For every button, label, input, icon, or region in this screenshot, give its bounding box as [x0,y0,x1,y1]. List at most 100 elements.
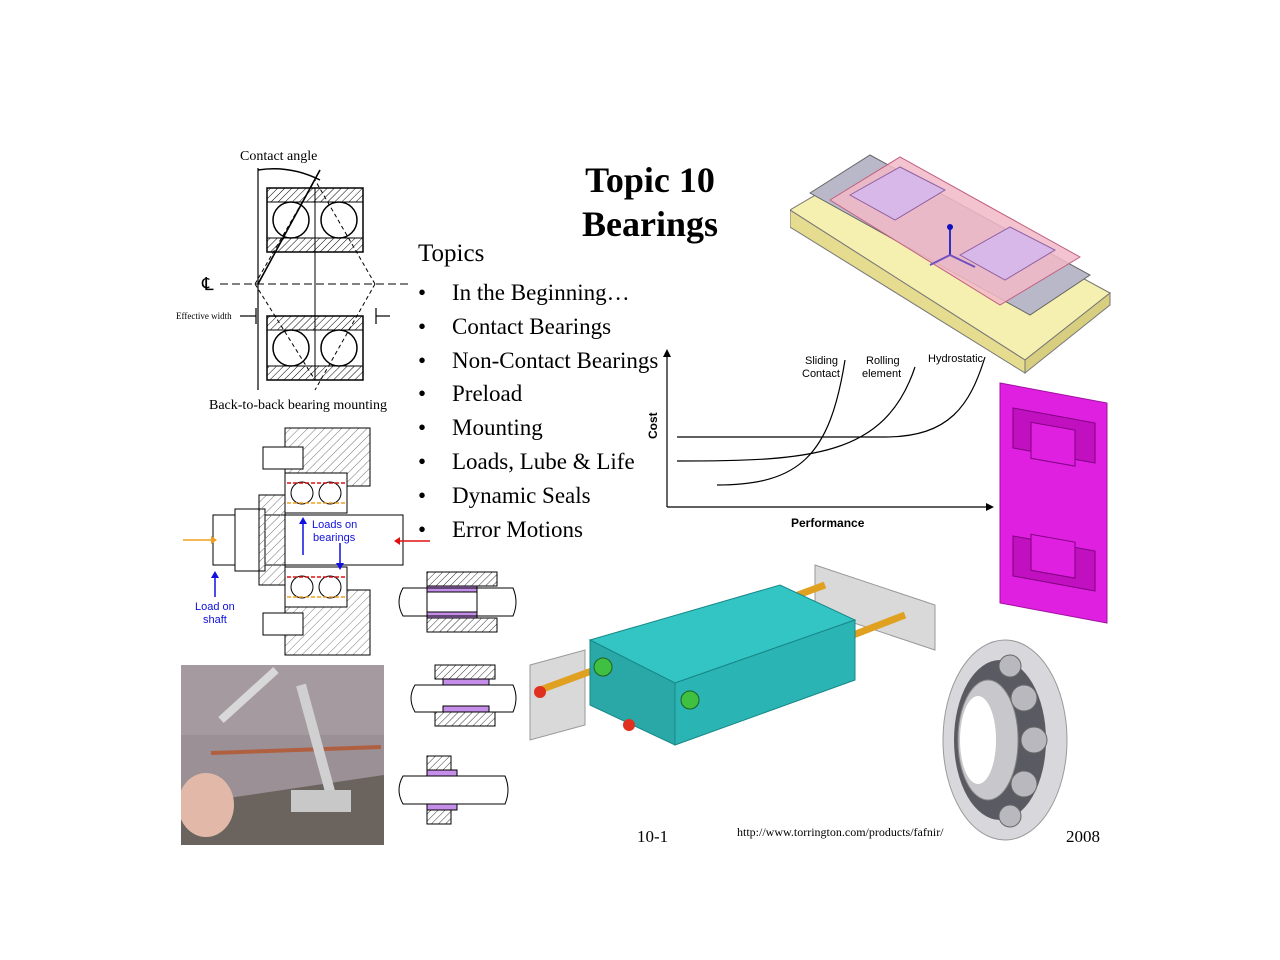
bearing-ball [998,654,1022,678]
bearing-ball [1010,770,1038,798]
bearing-upper [284,472,348,514]
topic-label: Error Motions [452,516,583,542]
ball [272,329,310,367]
contact-angle-label: Contact angle [240,149,317,164]
cost-performance-chart: Cost Performance Sliding Contact Rolling… [646,349,994,530]
end-plate-left [529,649,586,741]
topic-item: • Mounting [418,411,658,445]
effective-width-label: Effective width [176,311,232,321]
curve-label: Hydrostatic [928,353,984,365]
diagram-caption: Back-to-back bearing mounting [209,398,387,413]
carriage-side [674,619,856,746]
curve-label: Sliding [805,355,838,367]
topic-list: • In the Beginning… • Contact Bearings • No… [418,276,658,546]
topic-label: Non-Contact Bearings [452,347,659,373]
back-to-back-bearing-diagram: Contact angle ℄ Effective width Back-to-… [176,149,410,413]
slide-title: Topic 10 Bearings [560,158,740,246]
source-url: http://www.torrington.com/products/fafni… [737,825,944,839]
rod-bushing [593,657,613,677]
topic-item: • Non-Contact Bearings [418,344,658,378]
slide-title-line1: Topic 10 [585,160,715,200]
axis-x [929,254,951,266]
topic-label: In the Beginning… [452,280,630,305]
bullet: • [418,415,427,441]
loads-on-bearings-label: bearings [313,532,356,544]
blue-arrow-head [299,517,307,524]
mounting-photo [181,665,384,845]
topic-item: • In the Beginning… [418,276,658,310]
topics-heading: Topics [418,240,485,267]
ball-bearing-photo [942,639,1068,841]
curve-label: Rolling [866,355,900,367]
spacer [258,494,286,586]
topic-item: •Loads, Lube & Life [418,445,658,479]
bullet: • [418,381,427,407]
rod-bushing [680,690,700,710]
bullet: • [418,516,427,542]
load-on-shaft-label: Load on [195,601,235,613]
curve-hydrostatic [677,356,986,438]
photo-hand [181,773,234,837]
bullet: • [418,313,427,339]
ball [290,575,314,599]
year: 2008 [1066,827,1100,846]
contact-line [314,283,376,391]
ball [272,201,310,239]
topic-item: • Error Motions [418,513,658,547]
bearing-lower [284,566,348,608]
flexure-pad [1030,533,1076,579]
loads-on-bearings-label: Loads on [312,519,357,531]
y-axis-arrow [663,349,671,357]
linear-stage-illustration [790,154,1111,375]
mounting-sketches [398,571,517,825]
bearing-bore [960,696,996,784]
contact-line [254,179,316,285]
curve-sliding-contact [716,359,846,486]
y-axis-label: Cost [646,412,660,439]
end-plate-right [814,564,936,651]
bearing-load-diagram: Loads on bearings Load on shaft [183,427,430,656]
topic-label: Mounting [452,415,543,441]
contact-angle-arc [257,168,321,181]
centerline-symbol: ℄ [201,274,214,294]
topic-label: Contact Bearings [452,313,612,339]
carriage-block [958,226,1057,281]
blue-arrow-head [211,571,219,578]
photo-rod [210,745,382,755]
mounting-sketch-3 [398,755,509,825]
topic-item: •Preload [418,377,658,411]
page-number: 10-1 [637,827,669,846]
bolt-upper [262,446,304,470]
rod-end-cap [623,719,635,731]
bolt-lower [262,612,304,636]
carriage-block [848,166,947,221]
blue-arrow-head [336,563,344,570]
slide-title-line2: Bearings [581,204,718,244]
contact-line [254,283,316,381]
orange-arrow-head [211,536,217,544]
rod-end-cap [534,686,546,698]
curve-label: element [862,368,901,380]
axis-origin-marker [947,224,953,230]
red-arrow-head [394,537,400,545]
axis-y [949,254,976,268]
load-on-shaft-label: shaft [203,614,227,626]
topic-label: Dynamic Seals [452,482,591,508]
magenta-flexure-part [999,382,1108,624]
topic-label: Loads, Lube & Life [452,448,635,474]
topic-item: • Dynamic Seals [418,479,658,513]
photo-fixture [291,790,351,812]
bullet: • [418,347,427,373]
carriage-on-rods-illustration [529,564,936,746]
ball [290,481,314,505]
contact-line [257,169,321,285]
mounting-sketch-2 [410,664,517,727]
contact-line [314,179,376,285]
x-axis-label: Performance [791,516,865,530]
bullet: • [418,482,427,508]
ball [320,201,358,239]
bullet: • [418,280,427,305]
photo-lever [296,683,336,797]
bearing-ball [998,804,1022,828]
topic-item: • Contact Bearings [418,310,658,344]
